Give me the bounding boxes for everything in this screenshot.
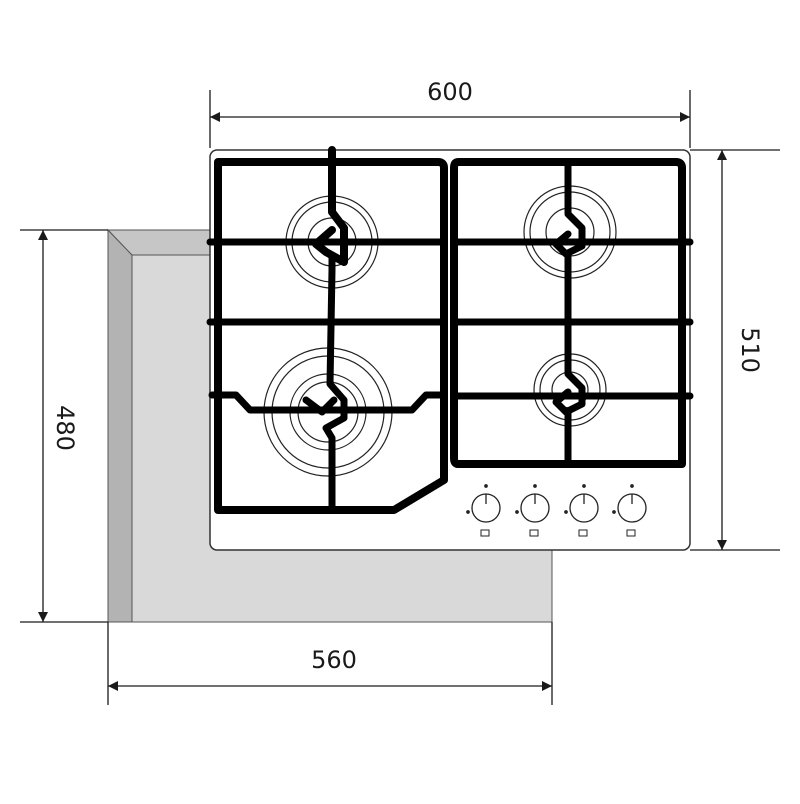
dimension-label-560: 560	[311, 646, 357, 674]
grate-left	[206, 146, 448, 514]
knob-1	[466, 484, 501, 537]
dimension-cutout-depth	[20, 229, 108, 623]
knob-2	[515, 484, 550, 537]
dimension-hob-depth	[690, 149, 780, 551]
grate-left-frame	[214, 158, 448, 514]
dimension-label-510: 510	[736, 327, 764, 373]
dimension-label-480: 480	[51, 405, 79, 451]
dimension-label-600: 600	[427, 78, 473, 106]
grate-right	[450, 158, 694, 468]
control-knobs	[466, 484, 647, 537]
grate-right-frame	[450, 158, 686, 468]
dimension-cutout-width	[107, 622, 553, 705]
dimension-hob-width	[209, 90, 691, 148]
knob-4	[612, 484, 647, 537]
knob-3	[564, 484, 599, 537]
cutout-left-wall	[107, 228, 133, 623]
